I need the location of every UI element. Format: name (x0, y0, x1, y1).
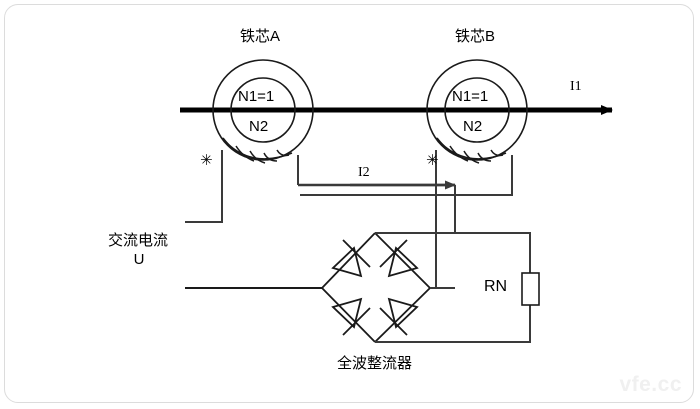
core-b-primary-label: N1=1 (452, 88, 489, 105)
core-a-label: 铁芯A (240, 28, 281, 45)
core-a-primary-label: N1=1 (238, 88, 275, 105)
diode-bottom-right (379, 297, 419, 336)
bridge-top-feed (375, 185, 456, 234)
secondary-current-label-i2: I2 (358, 165, 370, 180)
core-b-toroid (426, 59, 528, 161)
burden-resistor-label: RN (484, 278, 508, 295)
site-watermark: vfe.cc (619, 373, 682, 396)
rectifier-caption: 全波整流器 (337, 355, 413, 372)
core-a-toroid (212, 59, 314, 161)
core-b-polarity-mark: ✳ (426, 152, 439, 169)
bridge-rectifier (321, 232, 431, 343)
core-b-label: 铁芯B (455, 28, 496, 45)
diode-top-right (379, 239, 419, 278)
primary-current-label-i1: I1 (570, 79, 582, 94)
core-a-secondary-label: N2 (249, 118, 269, 135)
core-a-winding (221, 137, 293, 164)
core-a-winding-leads (185, 150, 299, 223)
diode-top-left (331, 239, 371, 278)
burden-loop-wires (375, 232, 531, 343)
core-b-winding-leads (300, 150, 513, 288)
ac-source-label-line1: 交流电流 (108, 232, 169, 249)
core-a-polarity-mark: ✳ (200, 152, 213, 169)
burden-resistor-rn (521, 272, 540, 306)
ac-source-label-line2: U (133, 251, 145, 268)
core-b-winding (435, 137, 507, 164)
diode-bottom-left (331, 297, 371, 336)
core-b-secondary-label: N2 (463, 118, 483, 135)
